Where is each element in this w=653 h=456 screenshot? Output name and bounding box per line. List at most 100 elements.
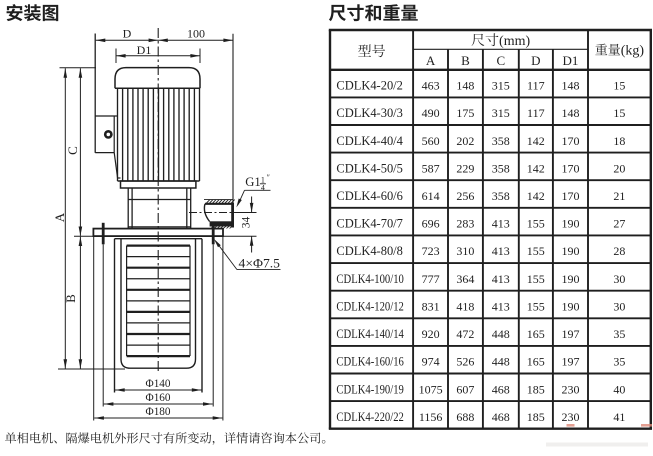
svg-text:40: 40 — [613, 382, 625, 396]
svg-text:155: 155 — [527, 272, 545, 286]
svg-text:28: 28 — [613, 244, 625, 258]
svg-text:27: 27 — [613, 217, 625, 231]
svg-text:526: 526 — [456, 355, 474, 369]
svg-text:安装图: 安装图 — [6, 0, 60, 26]
svg-text:974: 974 — [422, 355, 440, 369]
svg-text:614: 614 — [422, 189, 440, 203]
svg-text:CDLK4-50/5: CDLK4-50/5 — [336, 161, 403, 175]
svg-text:256: 256 — [456, 189, 474, 203]
svg-text:CDLK4-100/10: CDLK4-100/10 — [336, 272, 404, 286]
svg-text:D: D — [123, 26, 132, 40]
svg-text:413: 413 — [492, 272, 510, 286]
svg-text:34: 34 — [240, 216, 252, 228]
svg-text:A: A — [426, 53, 436, 68]
svg-text:20: 20 — [613, 161, 625, 175]
svg-text:CDLK4-80/8: CDLK4-80/8 — [336, 244, 403, 258]
svg-text:358: 358 — [492, 161, 510, 175]
svg-text:CDLK4-220/22: CDLK4-220/22 — [336, 410, 404, 424]
svg-text:185: 185 — [527, 382, 545, 396]
svg-text:CDLK4-120/12: CDLK4-120/12 — [336, 300, 404, 314]
svg-text:142: 142 — [527, 161, 545, 175]
svg-text:A: A — [52, 212, 67, 222]
svg-text:142: 142 — [527, 134, 545, 148]
svg-text:Φ140: Φ140 — [146, 376, 171, 390]
svg-text:30: 30 — [613, 272, 625, 286]
svg-text:468: 468 — [492, 410, 510, 424]
svg-text:155: 155 — [527, 217, 545, 231]
svg-text:CDLK4-190/19: CDLK4-190/19 — [336, 382, 404, 396]
svg-text:229: 229 — [456, 161, 474, 175]
svg-text:D1: D1 — [563, 53, 579, 68]
svg-text:1156: 1156 — [419, 410, 443, 424]
svg-text:C: C — [496, 53, 505, 68]
svg-text:4×Φ7.5: 4×Φ7.5 — [239, 256, 281, 271]
svg-text:165: 165 — [527, 327, 545, 341]
svg-text:155: 155 — [527, 300, 545, 314]
svg-text:418: 418 — [456, 300, 474, 314]
svg-text:117: 117 — [527, 79, 545, 93]
svg-text:831: 831 — [422, 300, 440, 314]
svg-text:1075: 1075 — [419, 382, 443, 396]
svg-text:413: 413 — [492, 300, 510, 314]
svg-text:G1: G1 — [245, 175, 261, 189]
svg-text:920: 920 — [422, 327, 440, 341]
svg-text:尺寸和重量: 尺寸和重量 — [329, 0, 419, 26]
svg-text:41: 41 — [613, 410, 625, 424]
svg-text:190: 190 — [562, 272, 580, 286]
svg-text:CDLK4-140/14: CDLK4-140/14 — [336, 327, 404, 341]
svg-text:148: 148 — [562, 79, 580, 93]
svg-text:CDLK4-70/7: CDLK4-70/7 — [336, 217, 403, 231]
svg-text:197: 197 — [562, 355, 580, 369]
svg-text:100: 100 — [187, 26, 205, 40]
svg-text:175: 175 — [456, 106, 474, 120]
svg-text:D1: D1 — [137, 43, 152, 57]
svg-text:B: B — [461, 53, 470, 68]
svg-text:21: 21 — [613, 189, 625, 203]
svg-text:148: 148 — [562, 106, 580, 120]
svg-text:15: 15 — [613, 106, 625, 120]
svg-text:170: 170 — [562, 161, 580, 175]
svg-text:15: 15 — [613, 79, 625, 93]
svg-text:190: 190 — [562, 244, 580, 258]
svg-text:283: 283 — [456, 217, 474, 231]
svg-text:18: 18 — [613, 134, 625, 148]
svg-text:1: 1 — [261, 175, 265, 184]
svg-text:117: 117 — [527, 106, 545, 120]
svg-text:315: 315 — [492, 106, 510, 120]
svg-text:463: 463 — [422, 79, 440, 93]
svg-text:777: 777 — [422, 272, 440, 286]
svg-text:″: ″ — [267, 173, 270, 182]
svg-text:170: 170 — [562, 189, 580, 203]
svg-text:688: 688 — [456, 410, 474, 424]
svg-text:696: 696 — [422, 217, 440, 231]
svg-text:560: 560 — [422, 134, 440, 148]
svg-text:35: 35 — [613, 355, 625, 369]
svg-text:448: 448 — [492, 327, 510, 341]
svg-text:C: C — [65, 146, 80, 155]
svg-text:35: 35 — [613, 327, 625, 341]
svg-text:723: 723 — [422, 244, 440, 258]
svg-text:185: 185 — [527, 410, 545, 424]
svg-text:315: 315 — [492, 79, 510, 93]
svg-text:重量(kg): 重量(kg) — [595, 43, 645, 59]
svg-text:148: 148 — [456, 79, 474, 93]
svg-text:B: B — [63, 294, 78, 303]
svg-text:607: 607 — [456, 382, 474, 396]
svg-text:D: D — [531, 53, 540, 68]
svg-text:358: 358 — [492, 134, 510, 148]
svg-text:468: 468 — [492, 382, 510, 396]
svg-text:190: 190 — [562, 217, 580, 231]
svg-text:197: 197 — [562, 327, 580, 341]
svg-text:尺寸(mm): 尺寸(mm) — [471, 33, 530, 49]
svg-text:230: 230 — [562, 382, 580, 396]
svg-text:CDLK4-160/16: CDLK4-160/16 — [336, 355, 404, 369]
svg-text:单相电机、隔爆电机外形尺寸有所变动，详情请咨询本公司。: 单相电机、隔爆电机外形尺寸有所变动，详情请咨询本公司。 — [5, 432, 334, 446]
svg-text:4: 4 — [261, 183, 265, 192]
svg-text:165: 165 — [527, 355, 545, 369]
svg-text:190: 190 — [562, 300, 580, 314]
svg-text:413: 413 — [492, 217, 510, 231]
svg-text:Φ180: Φ180 — [146, 404, 171, 418]
svg-text:142: 142 — [527, 189, 545, 203]
svg-text:CDLK4-30/3: CDLK4-30/3 — [336, 106, 403, 120]
svg-text:472: 472 — [456, 327, 474, 341]
